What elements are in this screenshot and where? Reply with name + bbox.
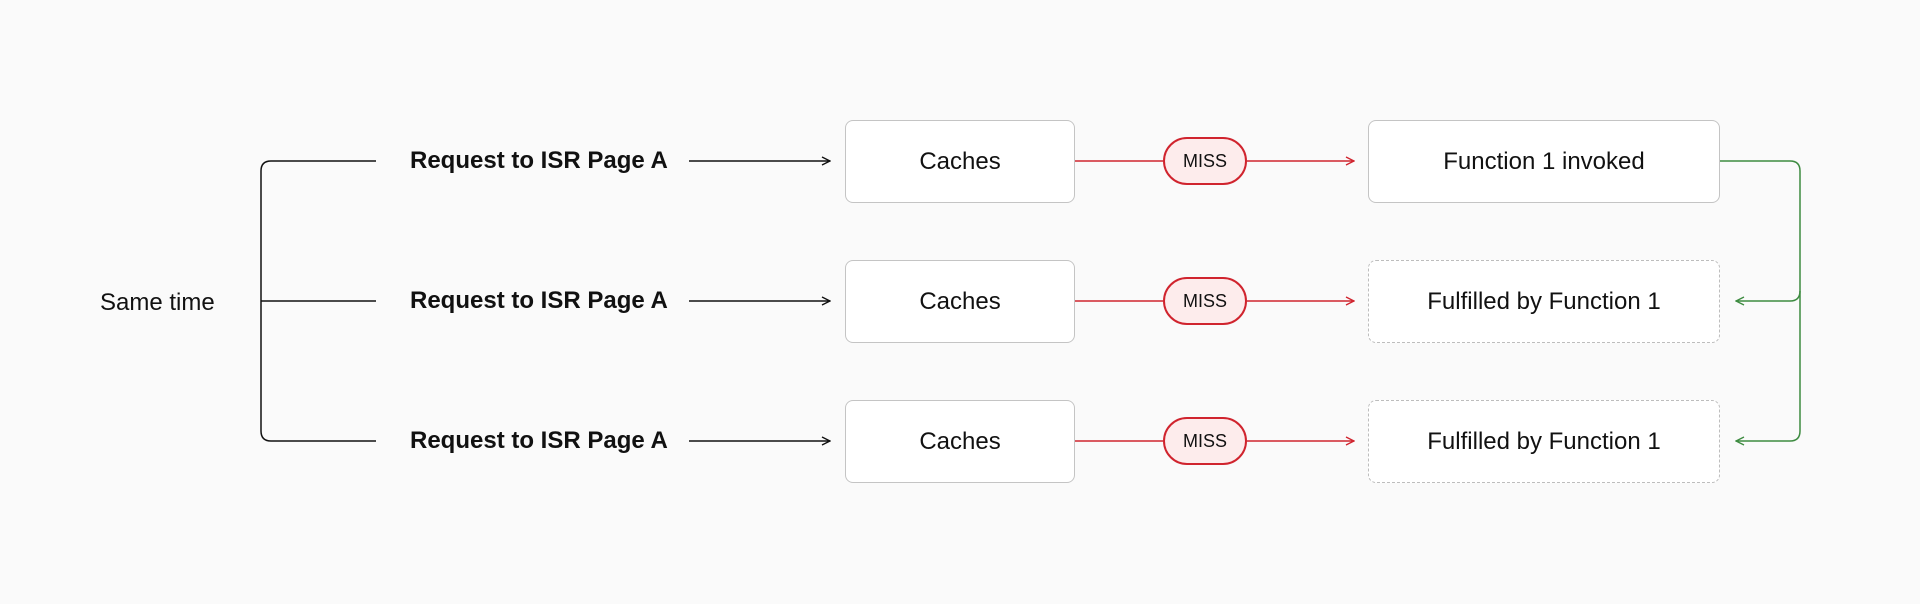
- miss-badge: MISS: [1163, 137, 1247, 185]
- same-time-label: Same time: [100, 289, 215, 316]
- fulfill-connector: [1720, 160, 1801, 441]
- request-label: Request to ISR Page A: [410, 287, 668, 314]
- request-label: Request to ISR Page A: [410, 427, 668, 454]
- caches-box: Caches: [845, 260, 1075, 343]
- miss-badge: MISS: [1163, 417, 1247, 465]
- caches-box: Caches: [845, 120, 1075, 203]
- miss-badge: MISS: [1163, 277, 1247, 325]
- fulfilled-by-function-box: Fulfilled by Function 1: [1368, 400, 1720, 483]
- request-label: Request to ISR Page A: [410, 147, 668, 174]
- function-invoked-box: Function 1 invoked: [1368, 120, 1720, 203]
- fulfilled-by-function-box: Fulfilled by Function 1: [1368, 260, 1720, 343]
- fulfill-branch-middle: [1736, 290, 1801, 301]
- caches-box: Caches: [845, 400, 1075, 483]
